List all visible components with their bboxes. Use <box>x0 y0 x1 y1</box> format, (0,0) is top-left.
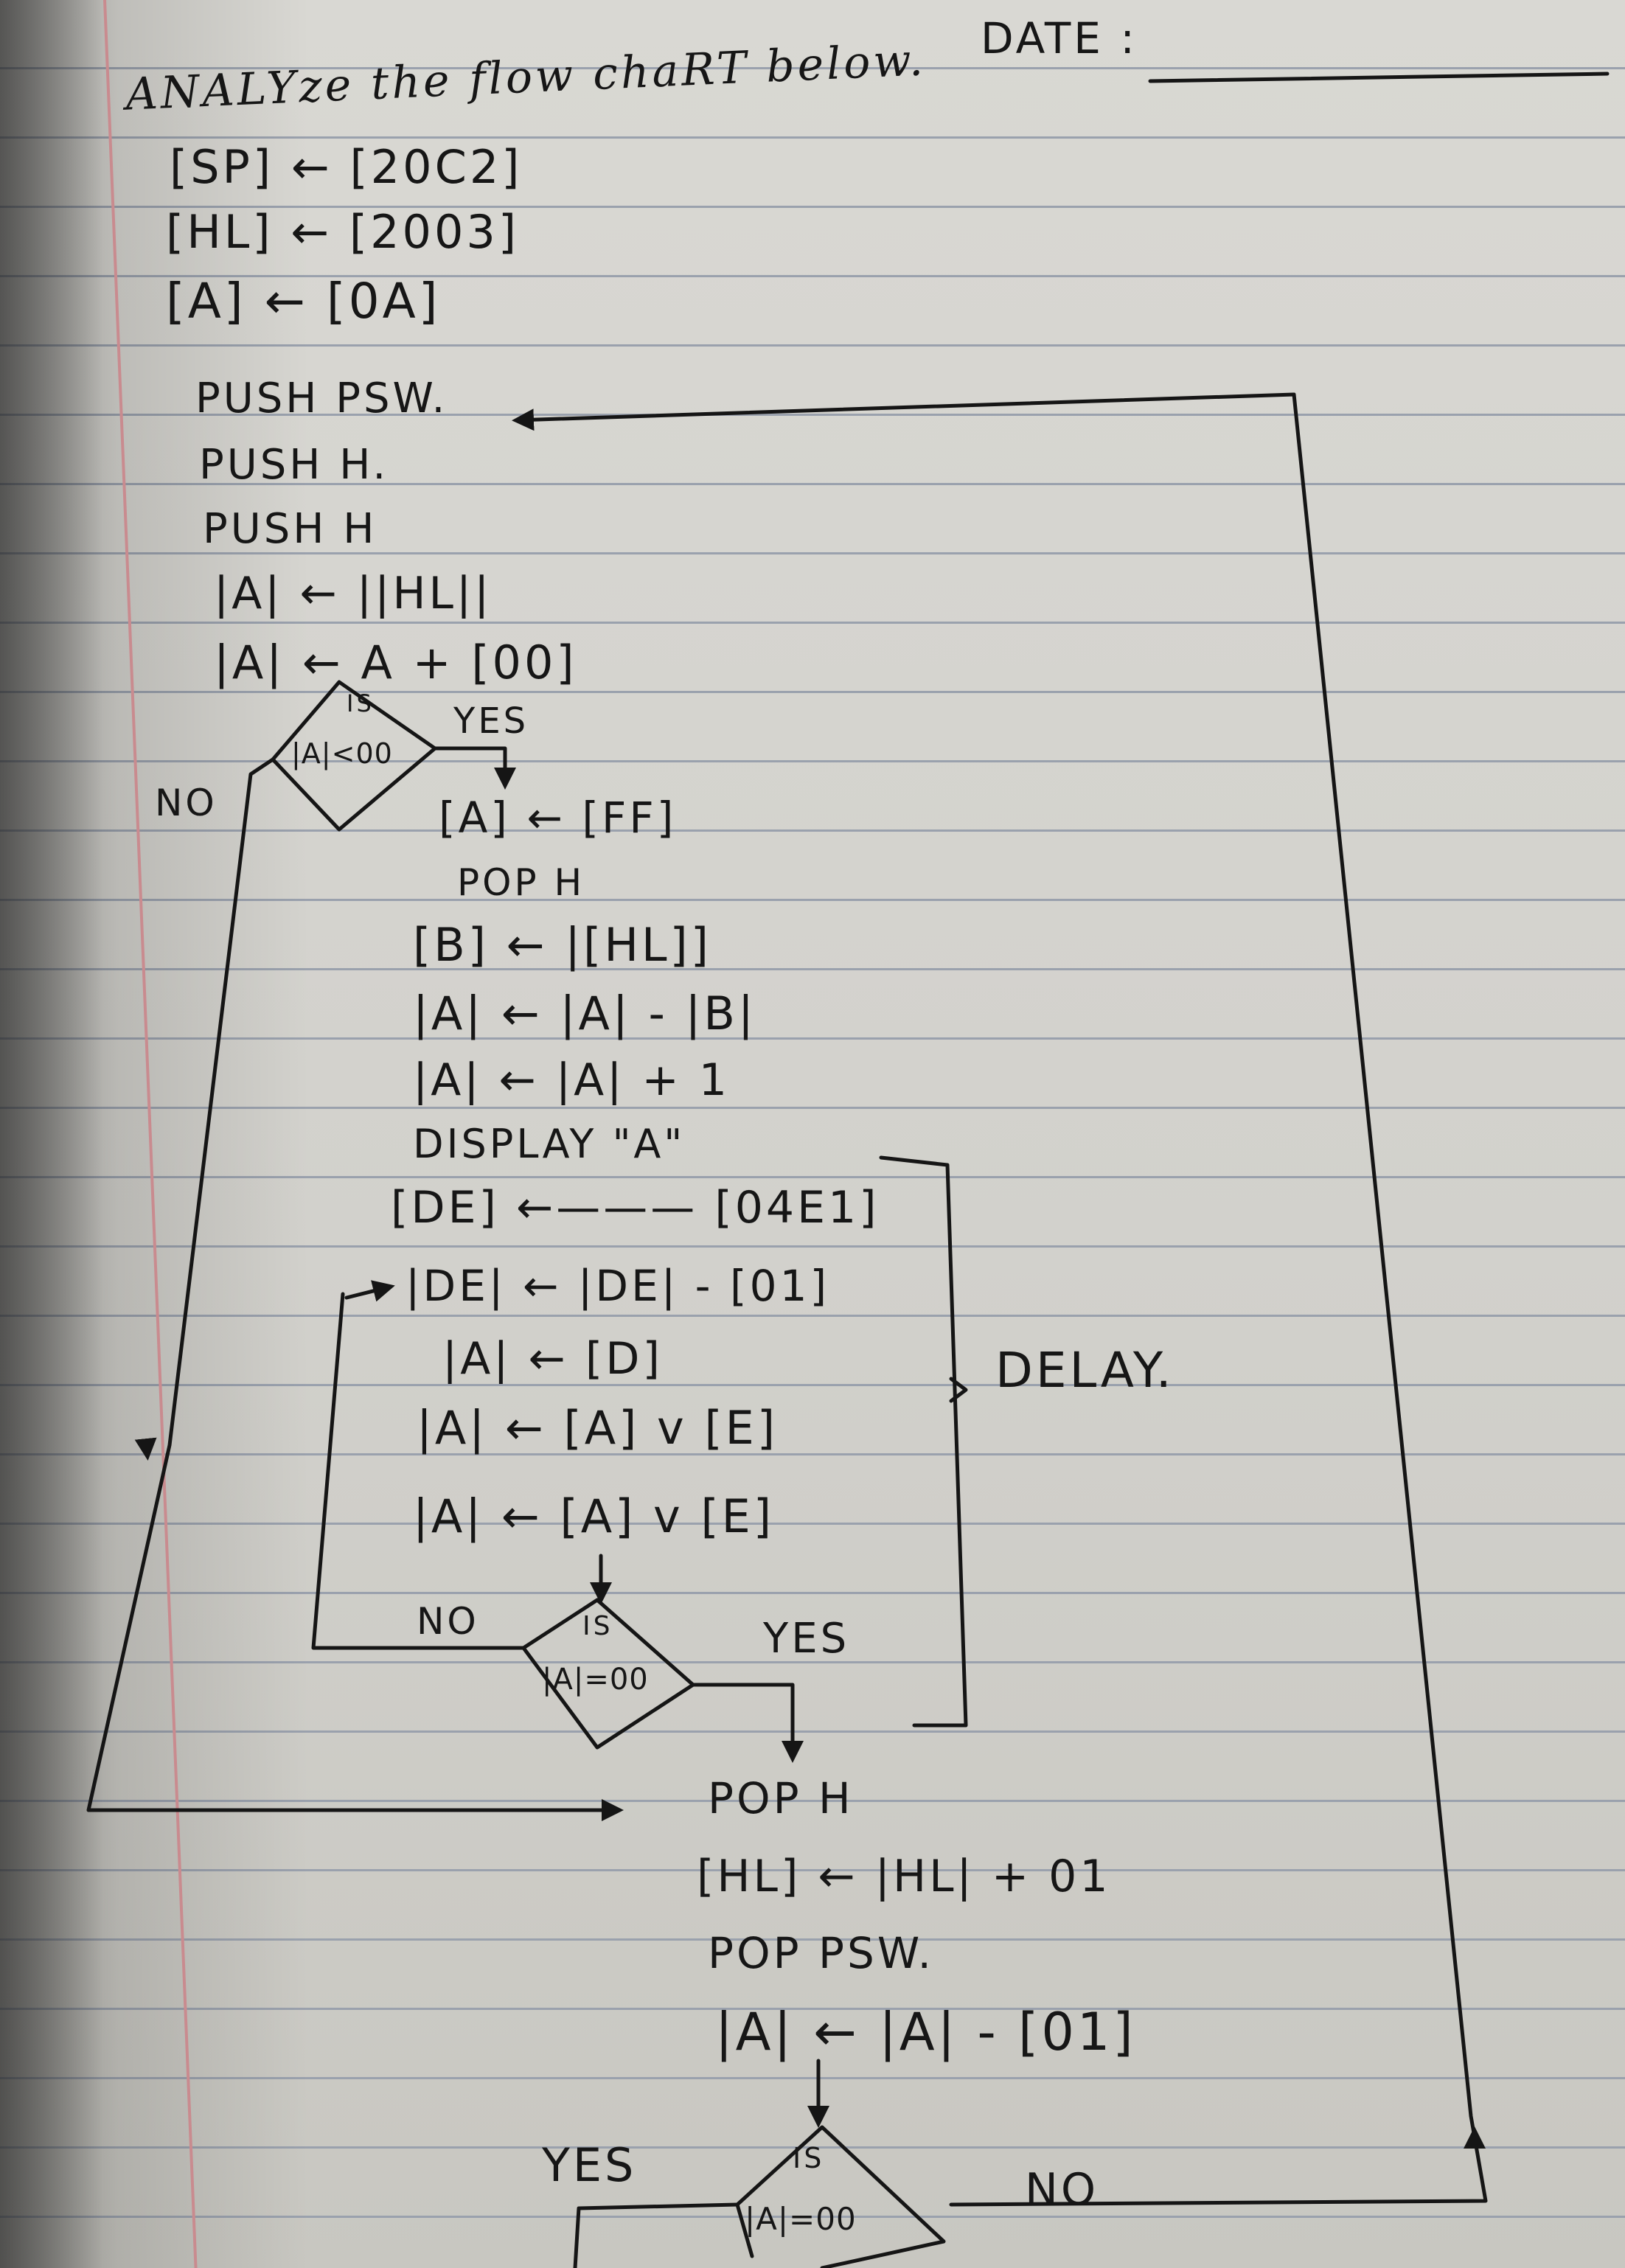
step-load-a-ff: [A] ← [FF] <box>439 793 677 843</box>
outer-loop-line <box>512 392 1488 2207</box>
init-sp: [SP] ← [20C2] <box>170 140 523 194</box>
step-load-a-from-hl: |A| ← ||HL|| <box>214 568 493 619</box>
date-label: DATE : <box>981 13 1138 63</box>
delay-loop-entry-arrow <box>344 1280 395 1302</box>
decision2-yes-label: YES <box>763 1615 850 1663</box>
no-line-arrow <box>134 1437 157 1461</box>
step-push-h-2: PUSH H <box>203 505 377 553</box>
step-pop-h-2: POP H <box>708 1773 854 1823</box>
step-increment-hl: [HL] ← |HL| + 01 <box>697 1851 1111 1902</box>
delay-label: DELAY. <box>995 1342 1175 1399</box>
decision3-no-label: NO <box>1025 2164 1099 2216</box>
decision2-top-label: IS <box>582 1611 613 1641</box>
decision2-condition: |A|=00 <box>542 1663 649 1697</box>
step-decrement-a: |A| ← |A| - [01] <box>715 2002 1136 2062</box>
step-increment-a: |A| ← |A| + 1 <box>413 1054 730 1106</box>
decision2-yes-line <box>691 1683 804 1763</box>
step-load-b: [B] ← |[HL]] <box>413 918 711 972</box>
decision1-condition: |A|<00 <box>291 737 393 770</box>
date-underline <box>1148 72 1610 83</box>
init-a: [A] ← [0A] <box>166 273 441 330</box>
page-shadow <box>0 0 103 2268</box>
decision1-no-label: NO <box>155 782 218 824</box>
step-pop-h-1: POP H <box>457 861 585 904</box>
delay-brace <box>949 1377 968 1403</box>
decision2-diamond <box>521 1598 695 1750</box>
step-push-psw: PUSH PSW. <box>195 375 448 422</box>
init-hl: [HL] ← [2003] <box>166 205 520 259</box>
decision3-yes-label: YES <box>542 2138 637 2192</box>
step-add-a-00: |A| ← A + [00] <box>214 636 577 689</box>
delay-load-de: [DE] ←——— [04E1] <box>391 1182 880 1234</box>
step-subtract-b: |A| ← |A| - |B| <box>413 987 756 1040</box>
delay-load-a-d: |A| ← [D] <box>442 1333 663 1385</box>
delay-or-e-2: |A| ← [A] v [E] <box>413 1489 775 1543</box>
delay-bracket <box>879 1155 968 1728</box>
decision1-no-line <box>86 757 624 1821</box>
decision1-diamond <box>271 680 437 832</box>
decision3-condition: |A|=00 <box>745 2201 857 2237</box>
decision1-yes-line <box>433 746 516 790</box>
step-push-h-1: PUSH H. <box>199 441 389 489</box>
decision3-diamond <box>735 2125 946 2268</box>
decision2-no-label: NO <box>417 1600 479 1643</box>
decision1-yes-label: YES <box>453 700 529 742</box>
decision3-yes-line <box>573 2202 740 2268</box>
step-pop-psw: POP PSW. <box>708 1928 934 1978</box>
delay-or-e-1: |A| ← [A] v [E] <box>417 1401 779 1455</box>
delay-loop-back-line <box>311 1292 526 1650</box>
step-display-a: DISPLAY "A" <box>413 1121 686 1167</box>
delay-decrement-de: |DE| ← |DE| - [01] <box>406 1261 830 1311</box>
